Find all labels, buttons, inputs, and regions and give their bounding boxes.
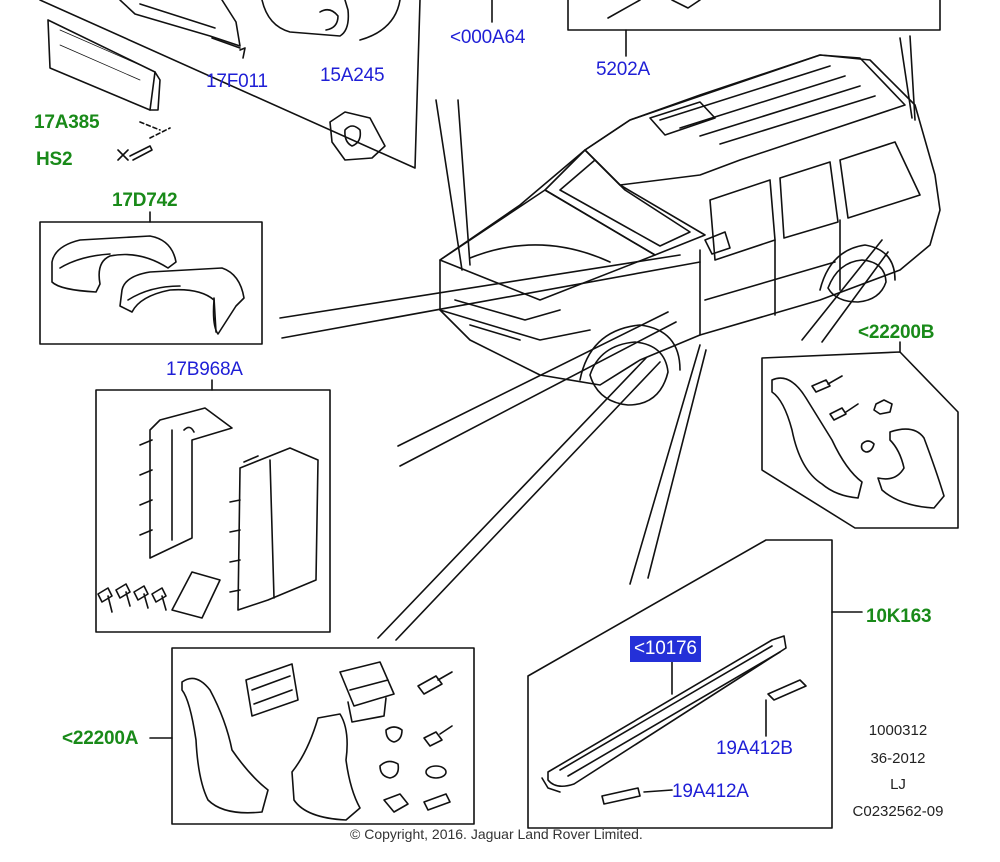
callout-17a385[interactable]: 17A385: [34, 112, 100, 133]
callout-5202a[interactable]: 5202A: [596, 59, 650, 80]
callout-hs2[interactable]: HS2: [36, 149, 73, 170]
callout-19a412a[interactable]: 19A412A: [672, 781, 749, 802]
callout-10k163[interactable]: 10K163: [866, 606, 932, 627]
callout-10176-selected[interactable]: <10176: [630, 636, 701, 662]
22200a-box: [149, 647, 475, 825]
illustration-code: C0232562-09: [852, 803, 944, 820]
leader-lines: [279, 35, 916, 641]
copyright-notice: © Copyright, 2016. Jaguar Land Rover Lim…: [350, 826, 643, 842]
callout-22200a[interactable]: <22200A: [62, 728, 139, 749]
callout-000a64[interactable]: <000A64: [450, 27, 526, 48]
illustration-number: 1000312: [868, 722, 928, 739]
callout-17b968a[interactable]: 17B968A: [166, 359, 243, 380]
callout-22200b[interactable]: <22200B: [858, 322, 935, 343]
17b968a-box: [95, 379, 331, 633]
callout-15a245[interactable]: 15A245: [320, 65, 385, 86]
callout-19a412b[interactable]: 19A412B: [716, 738, 793, 759]
illustration-date: 36-2012: [870, 750, 926, 767]
illustration-author: LJ: [890, 776, 906, 793]
callout-17f011[interactable]: 17F011: [206, 71, 268, 92]
vehicle-illustration: [439, 54, 941, 406]
mirror-caps-box: [39, 211, 263, 345]
22200b-box: [761, 341, 959, 529]
10k163-box: [527, 539, 863, 829]
front-bumper-group: [39, 0, 421, 169]
5202a-group: [567, 0, 941, 57]
callout-17d742[interactable]: 17D742: [112, 190, 178, 211]
